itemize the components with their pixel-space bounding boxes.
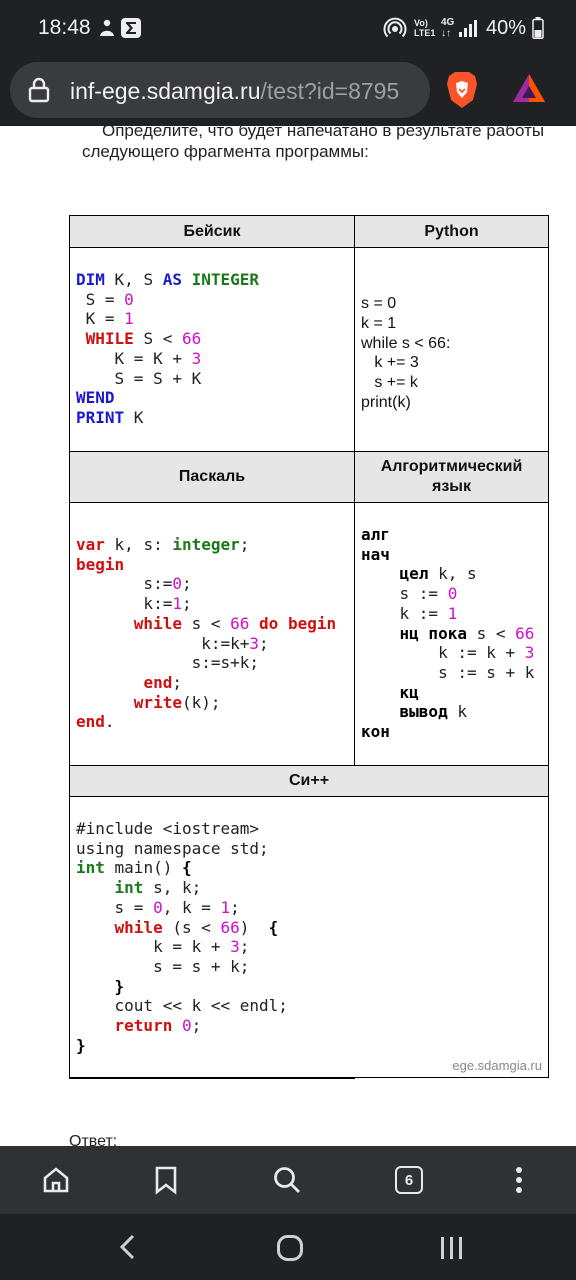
python-code-text: s = 0 k = 1 while s < 66: k += 3 s += k … [361, 295, 451, 411]
header-cpp: Си++ [69, 765, 549, 797]
table-bottom-rule [69, 1077, 355, 1079]
home-circle-icon [277, 1235, 303, 1261]
answer-label: Ответ: [69, 1133, 118, 1146]
bookmark-button[interactable] [146, 1160, 186, 1200]
recents-icon [441, 1237, 462, 1259]
header-python: Python [354, 215, 549, 248]
hotspot-icon [383, 16, 407, 45]
nav-back-button[interactable] [116, 1233, 140, 1266]
sigma-app-icon [120, 17, 142, 44]
url-path: /test?id=8795 [260, 78, 400, 104]
notification-icon [98, 18, 116, 43]
header-basic: Бейсик [69, 215, 355, 248]
tabs-button[interactable]: 6 [389, 1160, 429, 1200]
nav-recents-button[interactable] [439, 1235, 465, 1266]
status-bar: 18:48 Vo)LTE1 4G↓↑ 40% [0, 0, 576, 58]
network-type: 4G↓↑ [441, 17, 455, 39]
home-icon [43, 1167, 69, 1193]
system-nav-bar [0, 1214, 576, 1280]
watermark: ege.sdamgia.ru [452, 1058, 542, 1073]
browser-address-bar: inf-ege.sdamgia.ru/test?id=8795 [0, 58, 576, 126]
code-cpp: #include <iostream> using namespace std;… [69, 796, 549, 1078]
url-field[interactable]: inf-ege.sdamgia.ru/test?id=8795 [10, 62, 430, 118]
signal-icon [458, 18, 478, 43]
bookmark-icon [155, 1166, 177, 1195]
back-icon [119, 1234, 135, 1260]
browser-toolbar: 6 [0, 1146, 576, 1214]
search-button[interactable] [267, 1160, 307, 1200]
more-vertical-icon [516, 1167, 522, 1193]
search-icon [274, 1167, 300, 1193]
code-pascal: var k, s: integer; begin s:=0; k:=1; whi… [69, 502, 355, 766]
battery-icon [532, 17, 544, 44]
header-pascal: Паскаль [69, 451, 355, 503]
brave-rewards-icon[interactable] [512, 72, 546, 111]
tab-count: 6 [395, 1166, 423, 1194]
nav-home-button[interactable] [276, 1234, 304, 1267]
menu-button[interactable] [499, 1160, 539, 1200]
status-time: 18:48 [38, 16, 91, 39]
home-button[interactable] [36, 1160, 76, 1200]
url-text[interactable]: inf-ege.sdamgia.ru/test?id=8795 [70, 78, 440, 105]
code-basic: DIM K, S AS INTEGER S = 0 K = 1 WHILE S … [69, 247, 355, 452]
code-python: s = 0 k = 1 while s < 66: k += 3 s += k … [354, 247, 549, 452]
url-host: inf-ege.sdamgia.ru [70, 78, 261, 104]
brave-shields-icon[interactable] [445, 70, 479, 115]
volte-indicator: Vo)LTE1 [414, 18, 436, 38]
page-content: Определите, что будет напечатано в резул… [0, 126, 576, 1146]
code-algo: алг нач цел k, s s := 0 k := 1 нц пока s… [354, 502, 549, 766]
task-text: Определите, что будет напечатано в резул… [82, 126, 545, 161]
header-algo: Алгоритмический язык [354, 451, 549, 503]
lock-icon[interactable] [28, 77, 50, 108]
battery-level: 40% [485, 17, 526, 39]
